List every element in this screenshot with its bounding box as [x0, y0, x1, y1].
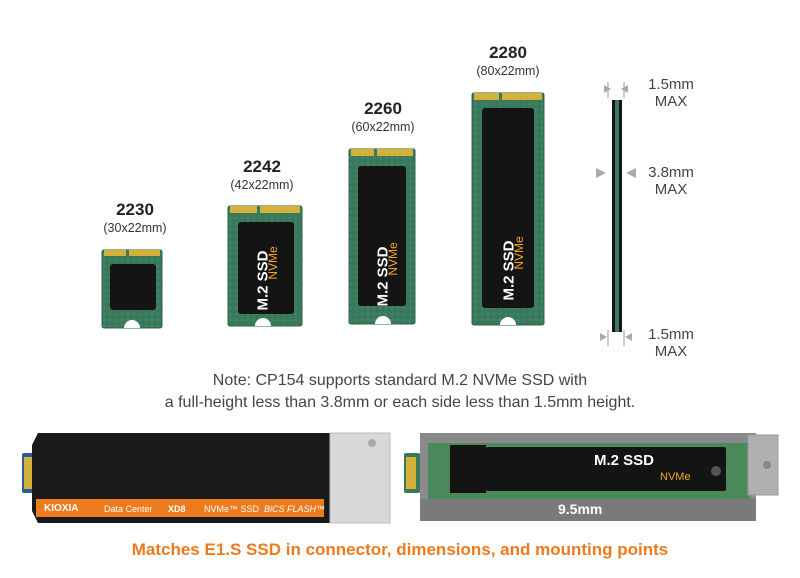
e1s-type: NVMe™ SSD	[204, 504, 260, 514]
size-2260-title: 2260	[364, 99, 402, 118]
footer-caption: Matches E1.S SSD in connector, dimension…	[131, 540, 669, 559]
e1s-flash: BiCS FLASH™	[264, 504, 326, 514]
e1s-segment: Data Center	[104, 504, 153, 514]
m2-2260-board	[348, 148, 416, 325]
e1s-model: XD8	[168, 504, 186, 514]
m2-boards-illustration	[101, 82, 636, 346]
size-2260-dims: (60x22mm)	[351, 120, 415, 134]
e1s-comparison-illustration	[22, 432, 779, 524]
thickness-top-value: 1.5mm	[648, 76, 694, 93]
size-2242-dims: (42x22mm)	[230, 178, 294, 192]
m2-2242-board	[227, 205, 303, 327]
m2-2242-nvme-text: NVMe	[266, 246, 280, 280]
adapter-height-label: 9.5mm	[558, 501, 603, 517]
m2-2280-nvme-text: NVMe	[512, 236, 526, 270]
thickness-bottom-label: 1.5mm MAX	[636, 326, 706, 360]
thickness-top-label: 1.5mm MAX	[636, 76, 706, 110]
thickness-middle-label: 3.8mm MAX	[636, 164, 706, 198]
m2-2280-label: M.2 SSD NVMe	[486, 236, 536, 300]
thickness-middle-value: 3.8mm	[648, 164, 694, 181]
m2-2260-nvme-text: NVMe	[386, 242, 400, 276]
note-line-2: a full-height less than 3.8mm or each si…	[164, 394, 636, 411]
size-2280-dims: (80x22mm)	[476, 64, 540, 78]
adapter-m2-label: M.2 SSD	[594, 452, 655, 469]
note-line-1: Note: CP154 supports standard M.2 NVMe S…	[212, 372, 588, 389]
e1s-label-strip: KIOXIA Data Center XD8 NVMe™ SSD BiCS FL…	[40, 500, 325, 518]
m2-side-profile	[612, 100, 622, 332]
thickness-bottom-value: 1.5mm	[648, 326, 694, 343]
size-2280-title: 2280	[489, 43, 527, 62]
thickness-bottom-max: MAX	[654, 343, 688, 360]
e1s-brand: KIOXIA	[44, 503, 79, 514]
m2-2230-board	[101, 249, 163, 329]
size-2242-title: 2242	[243, 157, 281, 176]
m2-2242-label: M.2 SSD NVMe	[240, 246, 290, 310]
adapter-nvme-label: NVMe	[660, 471, 691, 483]
thickness-middle-max: MAX	[654, 181, 688, 198]
m2-2280-board	[471, 92, 545, 326]
size-2230-dims: (30x22mm)	[103, 221, 167, 235]
m2-2260-label: M.2 SSD NVMe	[360, 242, 410, 306]
thickness-arrows	[596, 82, 636, 346]
size-2230-title: 2230	[116, 200, 154, 219]
m2-adapter-tray	[404, 433, 779, 521]
e1s-ssd	[22, 432, 391, 524]
thickness-top-max: MAX	[654, 93, 688, 110]
